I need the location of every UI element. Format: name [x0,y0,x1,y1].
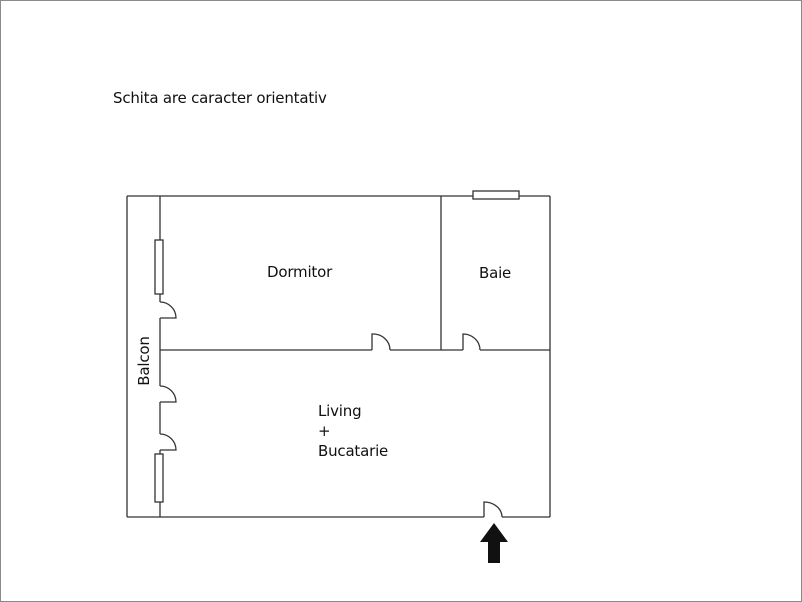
door-dormitor-balcon [159,301,177,319]
door-living-balcon-1 [159,385,177,403]
door-entrance [483,501,503,518]
outer-walls [160,195,551,518]
interior-walls [160,196,550,351]
room-label-living-line2: + [318,422,331,440]
window-living [154,453,164,503]
room-label-living-line1: Living [318,402,362,420]
door-dormitor [371,333,391,351]
window-baie [472,190,520,200]
disclaimer-note: Schita are caracter orientativ [113,89,327,107]
balcony-outline [126,195,160,518]
window-dormitor [154,239,164,295]
door-baie [462,333,481,351]
door-living-balcon-2 [159,433,177,451]
room-label-balcon: Balcon [135,336,153,386]
room-label-living-line3: Bucatarie [318,442,389,460]
room-label-living: Living + Bucatarie [318,401,388,461]
room-label-dormitor: Dormitor [267,263,333,281]
room-label-baie: Baie [479,264,512,282]
entrance-arrow-icon [480,523,508,563]
